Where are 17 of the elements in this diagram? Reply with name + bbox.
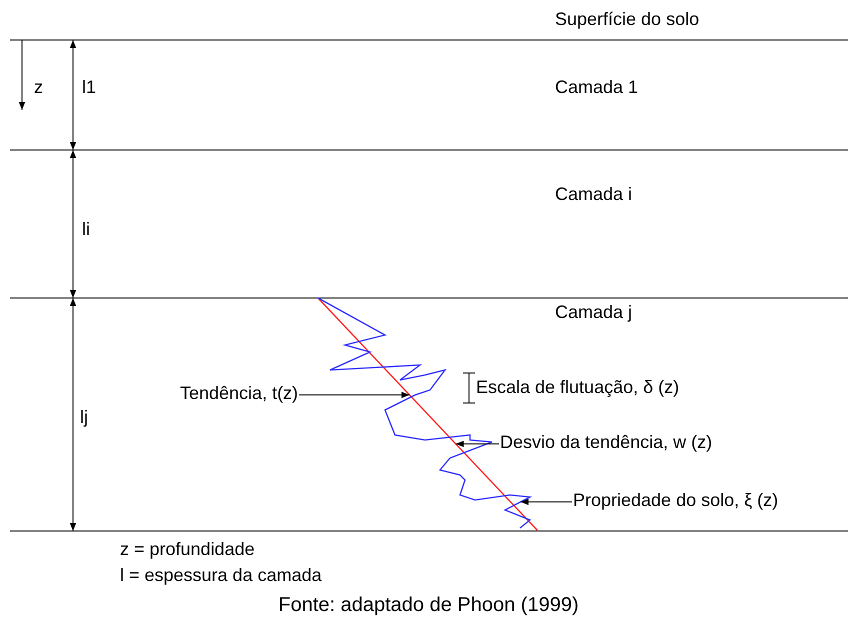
callout-label: Tendência, t(z) bbox=[180, 384, 298, 404]
layer-label: Camada j bbox=[555, 303, 632, 323]
note-text: l = espessura da camada bbox=[120, 566, 322, 586]
caption: Fonte: adaptado de Phoon (1999) bbox=[277, 594, 580, 616]
layer-label: Camada 1 bbox=[555, 78, 638, 98]
callout-label: Desvio da tendência, w (z) bbox=[500, 433, 712, 453]
note-text: z = profundidade bbox=[120, 540, 255, 560]
layer-label: Camada i bbox=[555, 185, 632, 205]
thickness-label: li bbox=[82, 220, 90, 240]
heading: Superfície do solo bbox=[555, 10, 700, 30]
leader-arrow bbox=[298, 392, 410, 398]
axis-label: z bbox=[34, 78, 43, 98]
thickness-label: lj bbox=[80, 408, 88, 428]
leader-arrow bbox=[520, 498, 572, 506]
callout-label: Propriedade do solo, ξ (z) bbox=[573, 491, 778, 511]
thickness-label: l1 bbox=[82, 78, 96, 98]
dimension-label: Escala de flutuação, δ (z) bbox=[476, 378, 680, 398]
